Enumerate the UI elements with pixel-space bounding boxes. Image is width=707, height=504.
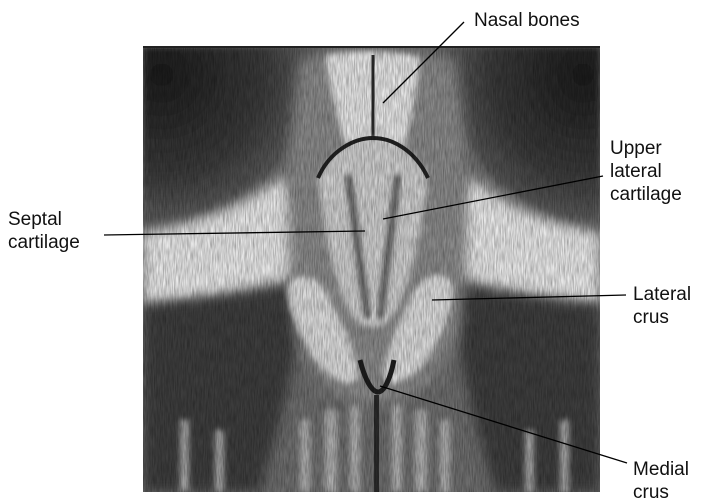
label-septal-cartilage: Septal cartilage <box>8 208 80 254</box>
illustration-panel <box>143 47 600 492</box>
label-lateral-crus: Lateral crus <box>633 283 691 329</box>
label-upper-lateral-cartilage: Upper lateral cartilage <box>610 137 682 206</box>
label-nasal-bones: Nasal bones <box>474 9 580 32</box>
label-medial-crus: Medial crus <box>633 458 689 504</box>
